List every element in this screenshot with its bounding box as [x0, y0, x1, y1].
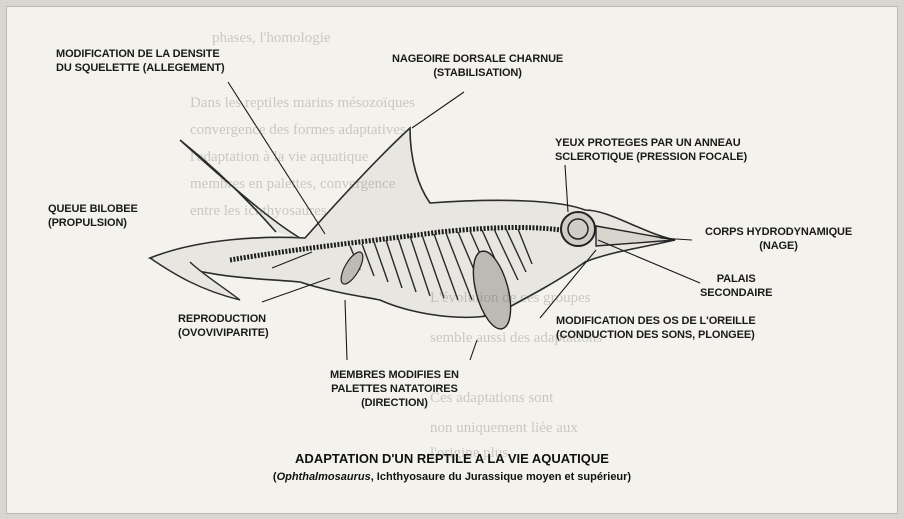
caption-rest: , Ichthyosaure du Jurassique moyen et su…	[371, 471, 631, 483]
background-text-line: l'adaptation à la vie aquatique	[190, 149, 368, 166]
background-text-line: L'évolution de ces groupes	[430, 290, 591, 307]
background-text-line: semble aussi des adaptations	[430, 330, 602, 347]
label-yeux: YEUX PROTEGES PAR UN ANNEAU SCLEROTIQUE …	[555, 136, 747, 164]
label-densite: MODIFICATION DE LA DENSITE DU SQUELETTE …	[56, 47, 225, 75]
label-reproduction: REPRODUCTION (OVOVIVIPARITE)	[178, 312, 269, 340]
background-text-line: non uniquement liée aux	[430, 420, 578, 437]
label-line: (PROPULSION)	[48, 216, 138, 230]
label-line: MODIFICATION DE LA DENSITE	[56, 47, 225, 61]
background-text-line: membres en palettes, convergence	[190, 176, 395, 193]
label-line: QUEUE BILOBEE	[48, 202, 138, 216]
caption-genus: Ophthalmosaurus	[277, 471, 371, 483]
label-line: MODIFICATION DES OS DE L'OREILLE	[556, 314, 756, 328]
label-line: REPRODUCTION	[178, 312, 269, 326]
background-text-line: Dans les reptiles marins mésozoïques	[190, 95, 415, 112]
label-line: (STABILISATION)	[392, 66, 563, 80]
label-queue: QUEUE BILOBEE (PROPULSION)	[48, 202, 138, 230]
background-text-line: l'origine plus	[430, 445, 508, 462]
label-palais: PALAIS SECONDAIRE	[700, 272, 772, 300]
eye-ring	[561, 212, 595, 246]
label-line: SCLEROTIQUE (PRESSION FOCALE)	[555, 150, 747, 164]
background-text-line: entre les ichthyosaures	[190, 203, 327, 220]
background-text-line: phases, l'homologie	[212, 30, 331, 47]
label-line: PALAIS	[700, 272, 772, 286]
caption-subtitle: (Ophthalmosaurus, Ichthyosaure du Jurass…	[0, 471, 904, 483]
label-line: CORPS HYDRODYNAMIQUE	[705, 225, 852, 239]
label-line: SECONDAIRE	[700, 286, 772, 300]
label-line: NAGEOIRE DORSALE CHARNUE	[392, 52, 563, 66]
label-line: (OVOVIVIPARITE)	[178, 326, 269, 340]
label-line: YEUX PROTEGES PAR UN ANNEAU	[555, 136, 747, 150]
label-nageoire: NAGEOIRE DORSALE CHARNUE (STABILISATION)	[392, 52, 563, 80]
label-line: (NAGE)	[705, 239, 852, 253]
background-text-line: Ces adaptations sont	[430, 390, 553, 407]
label-corps: CORPS HYDRODYNAMIQUE (NAGE)	[705, 225, 852, 253]
background-text-line: convergence des formes adaptatives	[190, 122, 406, 139]
label-line: DU SQUELETTE (ALLEGEMENT)	[56, 61, 225, 75]
label-line: MEMBRES MODIFIES EN	[330, 368, 459, 382]
